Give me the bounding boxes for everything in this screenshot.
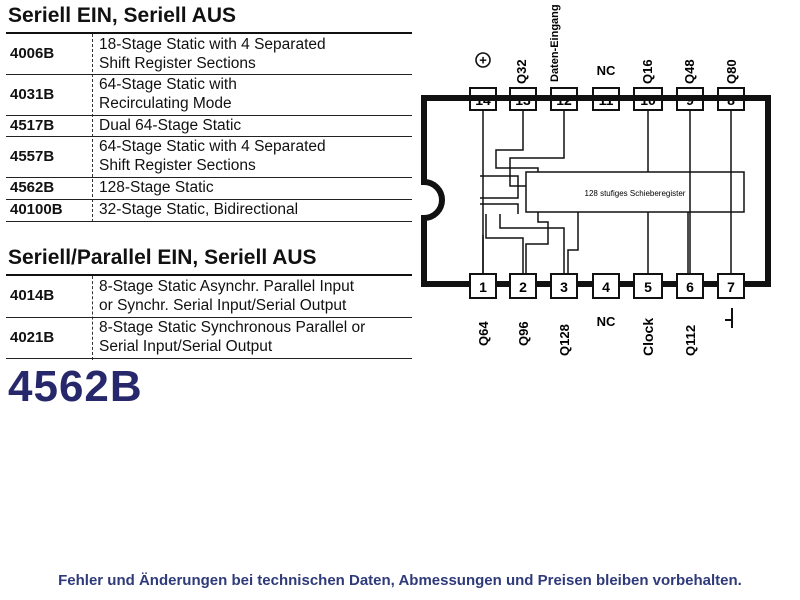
row-rule (6, 221, 412, 222)
part-number: 4557B (10, 148, 55, 165)
part-description-line: Serial Input/Serial Output (99, 338, 273, 355)
pin-5-label: Clock (640, 318, 656, 356)
part-number: 4031B (10, 86, 55, 103)
part-number: 4562B (10, 179, 55, 196)
part-description-line: Shift Register Sections (99, 55, 256, 72)
bottom-pin-labels: Q64 Q96 Q128 NC Clock Q112 ⊥ (476, 308, 759, 361)
part-description-line: 64-Stage Static with 4 Separated (99, 138, 326, 155)
row-rule (6, 115, 412, 116)
part-number: 40100B (10, 201, 63, 218)
pin-label-text: ⊥ (758, 359, 759, 361)
shift-register-block (525, 171, 745, 213)
part-description-line: 18-Stage Static with 4 Separated (99, 36, 326, 53)
table-divider (92, 34, 93, 222)
svg-text:7: 7 (727, 279, 735, 295)
part-description-line: Recirculating Mode (99, 95, 232, 112)
section-title-serial-in-serial-out: Seriell EIN, Seriell AUS (8, 4, 236, 27)
plus-circle-icon (475, 52, 491, 68)
pin-1: 1 (469, 273, 497, 299)
part-description-line: or Synchr. Serial Input/Serial Output (99, 297, 347, 314)
row-rule (6, 317, 412, 318)
svg-text:4: 4 (602, 279, 610, 295)
pin-7-label: ⊥ (725, 308, 759, 361)
section-rule (6, 32, 412, 34)
pin-1-label: Q64 (476, 321, 491, 346)
chip-body (421, 95, 771, 287)
internal-wiring (480, 110, 745, 284)
pin-label-text: Daten-Eingang (549, 4, 561, 82)
pin-6-label: Q112 (683, 325, 698, 356)
part-number: 4014B (10, 287, 55, 304)
svg-text:3: 3 (560, 279, 568, 295)
pin-3: 3 (550, 273, 578, 299)
bottom-pins: 1 2 3 4 5 6 7 (469, 273, 745, 299)
pin-13-label: Q32 (514, 59, 529, 84)
row-rule (6, 74, 412, 75)
part-number: 4517B (10, 117, 55, 134)
pin-2: 2 (509, 273, 537, 299)
svg-text:1: 1 (479, 279, 487, 295)
pin-12-label: Daten-Eingang (549, 4, 561, 82)
part-number: 4006B (10, 45, 55, 62)
row-rule (6, 199, 412, 200)
part-description-line: 8-Stage Static Synchronous Parallel or (99, 319, 366, 336)
pin-4-label: NC (597, 314, 616, 329)
pin-8-label: Q80 (724, 59, 739, 84)
svg-text:2: 2 (519, 279, 527, 295)
row-rule (6, 177, 412, 178)
shift-register-label: 128 stufiges Schieberegister (585, 189, 686, 198)
row-rule (6, 358, 412, 359)
part-description-line: Shift Register Sections (99, 157, 256, 174)
ground-icon (725, 308, 733, 328)
pin-9-label: Q48 (682, 59, 697, 84)
pin-3-label: Q128 (557, 324, 572, 356)
product-title: 4562B (8, 362, 143, 411)
row-rule (6, 136, 412, 137)
part-description-line: 8-Stage Static Asynchr. Parallel Input (99, 278, 355, 295)
part-number: 4021B (10, 329, 55, 346)
section-rule (6, 274, 412, 276)
table-divider (92, 276, 93, 360)
part-description-line: 32-Stage Static, Bidirectional (99, 201, 299, 218)
top-pin-labels: + Q32 Daten-Eingang NC Q16 Q48 Q80 (475, 4, 739, 84)
pin-10-label: Q16 (640, 59, 655, 84)
pin-11-label: NC (597, 63, 616, 78)
part-description-line: Dual 64-Stage Static (99, 117, 242, 134)
part-description-line: 128-Stage Static (99, 179, 214, 196)
svg-text:6: 6 (686, 279, 694, 295)
pin-label: + (479, 53, 487, 68)
pin-5: 5 (633, 273, 663, 299)
pin-14-label: + (475, 52, 491, 68)
pin-2-label: Q96 (516, 321, 531, 346)
pin-4: 4 (592, 273, 620, 299)
disclaimer-footer: Fehler und Änderungen bei technischen Da… (58, 572, 742, 589)
part-description-line: 64-Stage Static with (99, 76, 237, 93)
ic-pinout-diagram: + Q32 Daten-Eingang NC Q16 Q48 Q80 14 13… (421, 4, 771, 361)
pin-6: 6 (676, 273, 704, 299)
section-title-serial-parallel-in-serial-out: Seriell/Parallel EIN, Seriell AUS (8, 246, 317, 269)
pin-7: 7 (717, 273, 745, 299)
svg-text:5: 5 (644, 279, 652, 295)
